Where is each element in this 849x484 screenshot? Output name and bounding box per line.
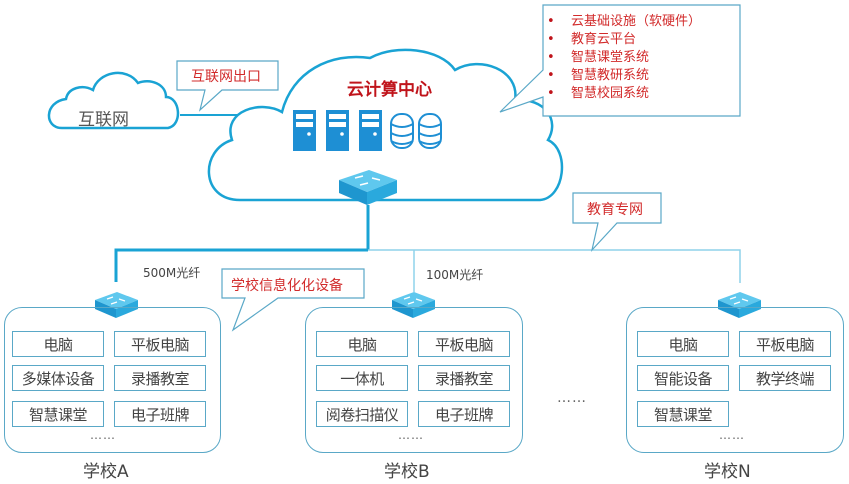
device-item: 智慧课堂 bbox=[12, 401, 104, 427]
school-a-switch-icon bbox=[95, 292, 138, 318]
cloud-center-title: 云计算中心 bbox=[347, 80, 432, 100]
school-a-box bbox=[4, 307, 221, 453]
school-b-link-speed: 100M光纤 bbox=[426, 268, 484, 282]
server-icon bbox=[359, 110, 382, 151]
school-a-link-speed: 500M光纤 bbox=[143, 266, 201, 280]
core-switch-icon bbox=[339, 170, 397, 205]
device-item: 智慧课堂 bbox=[637, 401, 729, 427]
more-devices-ellipsis: …… bbox=[719, 428, 745, 442]
device-item: 录播教室 bbox=[114, 365, 206, 391]
database-icon bbox=[418, 113, 442, 149]
device-item: 电子班牌 bbox=[418, 401, 510, 427]
school-b-box bbox=[305, 307, 523, 453]
device-item: 阅卷扫描仪 bbox=[316, 401, 408, 427]
school-a-uplink bbox=[114, 248, 368, 282]
server-icon bbox=[326, 110, 349, 151]
more-devices-ellipsis: …… bbox=[398, 428, 424, 442]
school-a-name: 学校A bbox=[83, 462, 129, 482]
school-it-callout-shape bbox=[221, 268, 365, 332]
device-item: 电脑 bbox=[316, 331, 408, 357]
internet-exit-callout: 互联网出口 bbox=[191, 69, 261, 85]
cloud-services-list: 云基础设施（软硬件） 教育云平台 智慧课堂系统 智慧教研系统 智慧校园系统 bbox=[545, 13, 701, 103]
internet-exit-callout-shape bbox=[176, 60, 279, 112]
more-schools-ellipsis: …… bbox=[557, 390, 587, 406]
device-item: 电脑 bbox=[12, 331, 104, 357]
education-network-callout-shape bbox=[572, 192, 662, 253]
service-item: 智慧课堂系统 bbox=[545, 49, 701, 67]
school-n-switch-icon bbox=[718, 292, 761, 318]
school-b-switch-icon bbox=[392, 292, 435, 318]
device-item: 一体机 bbox=[316, 365, 408, 391]
device-item: 教学终端 bbox=[739, 365, 831, 391]
more-devices-ellipsis: …… bbox=[90, 428, 116, 442]
service-item: 智慧校园系统 bbox=[545, 85, 701, 103]
service-item: 智慧教研系统 bbox=[545, 67, 701, 85]
service-item: 云基础设施（软硬件） bbox=[545, 13, 701, 31]
device-item: 电子班牌 bbox=[114, 401, 206, 427]
device-item: 电脑 bbox=[637, 331, 729, 357]
device-item: 录播教室 bbox=[418, 365, 510, 391]
device-item: 智能设备 bbox=[637, 365, 729, 391]
service-item: 教育云平台 bbox=[545, 31, 701, 49]
device-item: 平板电脑 bbox=[739, 331, 831, 357]
internet-cloud-shape bbox=[47, 71, 180, 130]
database-icon bbox=[390, 113, 414, 149]
school-b-name: 学校B bbox=[384, 462, 430, 482]
school-n-name: 学校N bbox=[704, 462, 751, 482]
internet-cloud-label: 互联网 bbox=[78, 110, 129, 130]
education-network-line bbox=[368, 249, 741, 283]
school-n-box bbox=[626, 307, 844, 453]
cloud-center-shape bbox=[207, 48, 564, 202]
device-item: 多媒体设备 bbox=[12, 365, 104, 391]
server-icon bbox=[293, 110, 316, 151]
device-item: 平板电脑 bbox=[418, 331, 510, 357]
school-it-callout: 学校信息化化设备 bbox=[231, 278, 343, 294]
education-network-callout: 教育专网 bbox=[587, 202, 643, 218]
device-item: 平板电脑 bbox=[114, 331, 206, 357]
